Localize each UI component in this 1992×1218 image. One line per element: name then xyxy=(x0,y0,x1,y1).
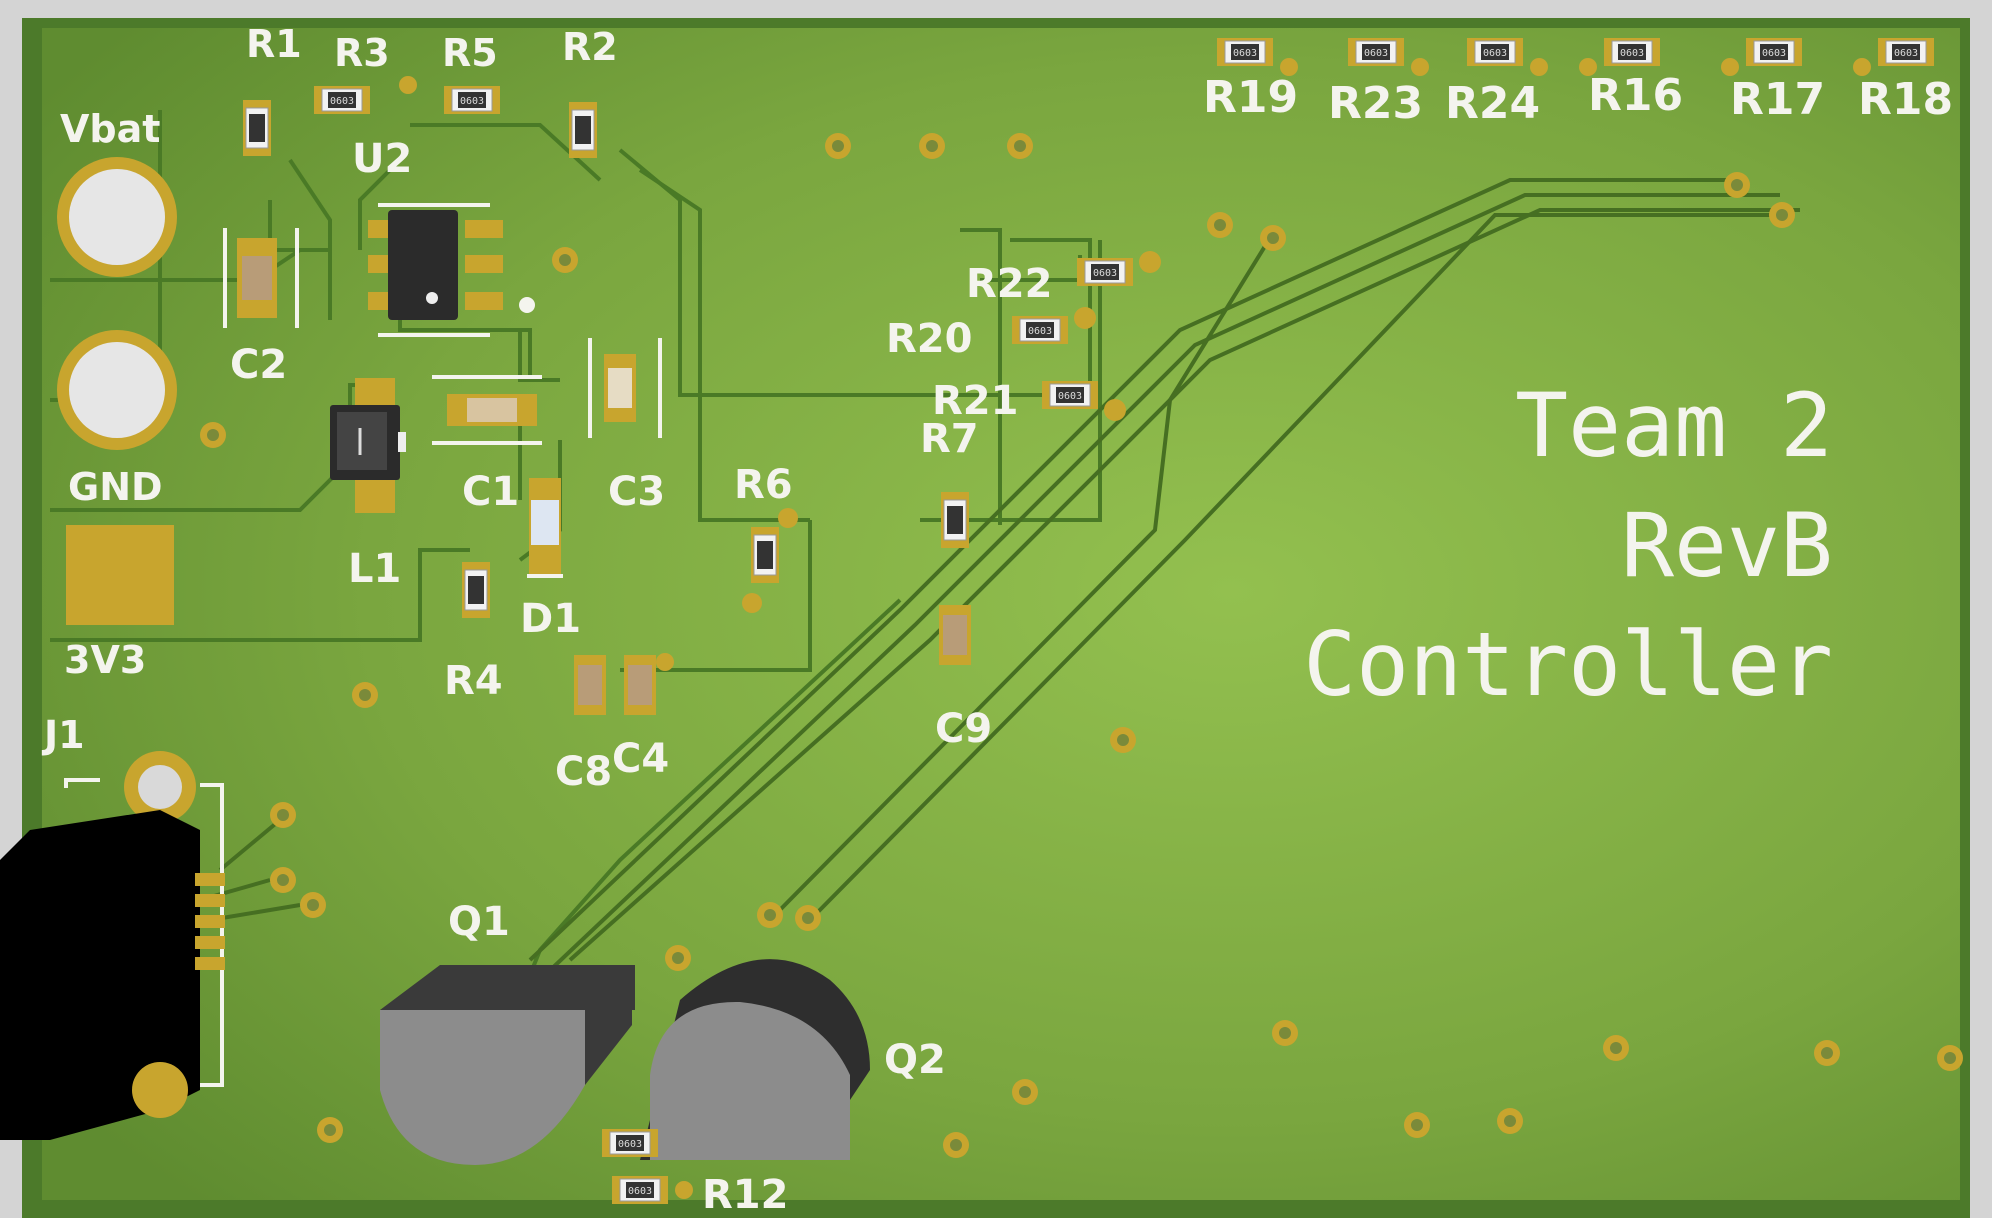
resistor-r7[interactable] xyxy=(940,491,970,549)
via xyxy=(665,945,691,971)
label-r7: R7 xyxy=(920,416,979,462)
capacitor-c8[interactable] xyxy=(574,655,606,715)
label-r23: R23 xyxy=(1328,78,1423,129)
vbat-pad[interactable] xyxy=(57,157,177,277)
label-q2: Q2 xyxy=(884,1037,946,1083)
label-c1: C1 xyxy=(462,469,519,515)
label-r20: R20 xyxy=(886,316,972,362)
ic-u2[interactable] xyxy=(368,203,535,337)
via xyxy=(1272,1020,1298,1046)
silkscreen-labels: Vbat GND 3V3 J1 R1 R3 R5 R2 U2 C2 C1 C3 … xyxy=(41,22,1953,1218)
diagonal-bus-traces xyxy=(199,178,1800,977)
resistor-r21[interactable] xyxy=(1041,380,1099,410)
via xyxy=(1814,1040,1840,1066)
top-resistor-row xyxy=(1216,37,1935,76)
title-team: Team 2 xyxy=(1515,374,1833,477)
label-l1: L1 xyxy=(348,546,401,592)
label-vbat: Vbat xyxy=(60,107,160,151)
label-r3: R3 xyxy=(334,31,390,75)
label-c4: C4 xyxy=(612,736,669,782)
via xyxy=(270,802,296,828)
label-q1: Q1 xyxy=(448,899,510,945)
capacitor-c2[interactable] xyxy=(223,228,299,328)
resistor-r22[interactable] xyxy=(1076,257,1134,287)
3v3-pad[interactable] xyxy=(66,525,174,625)
inductor-l1[interactable] xyxy=(330,378,406,513)
label-r6: R6 xyxy=(734,462,793,508)
label-c9: C9 xyxy=(935,706,992,752)
via xyxy=(1497,1108,1523,1134)
via xyxy=(919,133,945,159)
label-r12: R12 xyxy=(702,1172,788,1218)
resistor-r4[interactable] xyxy=(461,561,491,619)
label-3v3: 3V3 xyxy=(64,638,146,682)
via xyxy=(1937,1045,1963,1071)
via xyxy=(825,133,851,159)
resistor-r2[interactable] xyxy=(568,101,598,159)
label-r22: R22 xyxy=(966,261,1052,307)
label-r1: R1 xyxy=(246,22,302,66)
resistor-r1[interactable] xyxy=(242,99,272,157)
board-title: Team 2 RevB Controller xyxy=(1303,374,1833,716)
label-r16: R16 xyxy=(1588,70,1683,121)
label-gnd: GND xyxy=(68,465,163,509)
resistor-r3[interactable] xyxy=(313,85,371,115)
diode-d1[interactable] xyxy=(527,478,563,578)
label-r18: R18 xyxy=(1858,74,1953,125)
via xyxy=(200,422,226,448)
capacitor-c9[interactable] xyxy=(939,605,971,665)
via xyxy=(1724,172,1750,198)
label-r21: R21 xyxy=(932,378,1018,424)
resistor-r6[interactable] xyxy=(750,526,780,584)
via xyxy=(1207,212,1233,238)
via xyxy=(943,1132,969,1158)
via xyxy=(1110,727,1136,753)
label-c8: C8 xyxy=(555,749,612,795)
resistor-r20[interactable] xyxy=(1011,315,1069,345)
via xyxy=(300,892,326,918)
transistor-q2[interactable] xyxy=(640,959,870,1160)
via xyxy=(270,867,296,893)
via xyxy=(1769,202,1795,228)
title-controller: Controller xyxy=(1303,613,1833,716)
label-r5: R5 xyxy=(442,31,498,75)
via xyxy=(552,247,578,273)
transistor-q1[interactable] xyxy=(380,965,635,1165)
via xyxy=(317,1117,343,1143)
label-r2: R2 xyxy=(562,25,618,69)
gnd-pad[interactable] xyxy=(57,330,177,450)
via xyxy=(1404,1112,1430,1138)
title-rev: RevB xyxy=(1621,494,1833,597)
via xyxy=(1012,1079,1038,1105)
via xyxy=(1260,225,1286,251)
label-c3: C3 xyxy=(608,469,665,515)
capacitor-c3[interactable] xyxy=(588,338,662,438)
capacitor-c4[interactable] xyxy=(624,655,656,715)
via xyxy=(1007,133,1033,159)
via xyxy=(352,682,378,708)
label-r24: R24 xyxy=(1445,78,1540,129)
resistor-r5[interactable] xyxy=(443,85,501,115)
via xyxy=(795,905,821,931)
label-r19: R19 xyxy=(1203,72,1298,123)
label-d1: D1 xyxy=(520,596,581,642)
label-r17: R17 xyxy=(1730,74,1825,125)
label-c2: C2 xyxy=(230,342,287,388)
usb-connector-j1[interactable] xyxy=(0,751,225,1140)
label-j1: J1 xyxy=(41,713,85,757)
via xyxy=(1603,1035,1629,1061)
capacitor-c1[interactable] xyxy=(432,375,542,445)
label-r4: R4 xyxy=(444,658,503,704)
label-u2: U2 xyxy=(352,136,412,182)
via xyxy=(757,902,783,928)
resistor-hidden xyxy=(601,1128,659,1158)
resistor-r12[interactable] xyxy=(611,1175,669,1205)
